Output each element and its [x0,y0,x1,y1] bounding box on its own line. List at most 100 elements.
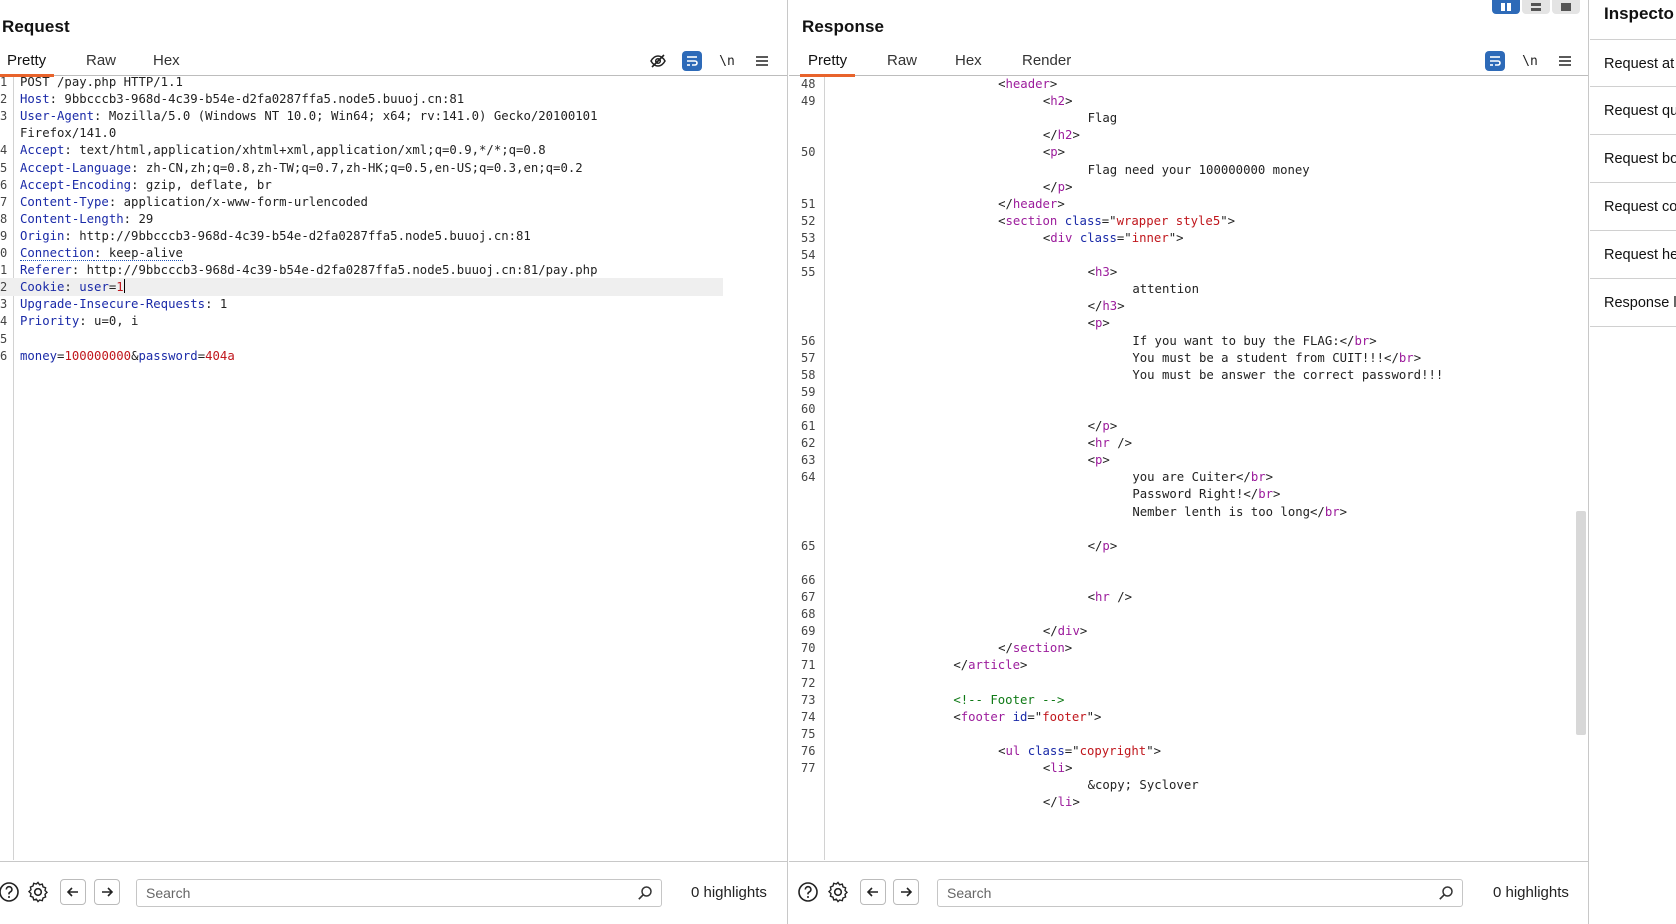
wrap-icon[interactable] [1485,51,1505,71]
code-token [1020,744,1027,758]
arrow-left-icon[interactable] [860,879,886,905]
wrap-icon[interactable] [682,51,702,71]
line-number: 3 [0,109,8,124]
response-search-input[interactable] [947,884,1367,902]
gear-icon[interactable] [825,879,851,905]
code-line: 50<p> [789,143,1588,161]
line-code: Content-Length: 29 [20,210,153,228]
code-token: </ [1087,419,1103,433]
inspector-title: Inspecto [1604,4,1674,23]
code-line: attention [789,280,1588,298]
request-gutter [0,77,14,860]
single-pane-icon[interactable] [1552,0,1580,14]
code-token: Accept-Encoding [20,177,132,192]
request-bottombar: 0 highlights [0,861,787,924]
line-number: 9 [0,228,8,243]
response-tab-render[interactable]: Render [1022,52,1072,69]
request-tab-raw[interactable]: Raw [86,52,117,69]
response-tab-raw[interactable]: Raw [887,52,918,69]
code-token: money [20,348,58,363]
inspector-item-response-headers[interactable]: Response l [1590,279,1676,327]
code-token: > [1117,299,1125,314]
inspector-item-request-headers[interactable]: Request he [1590,231,1676,279]
request-editor[interactable]: 1 POST /pay.php HTTP/1.1 2 Host: 9bbcccb3-9… [0,77,787,860]
code-line: 66 [789,571,1588,589]
help-icon[interactable] [0,879,22,905]
newline-icon[interactable]: \n [719,53,735,69]
newline-icon[interactable]: \n [1522,53,1538,69]
inspector-item-request-body[interactable]: Request bo [1590,135,1676,183]
code-token: </ [998,196,1013,211]
inspector-item-request-attributes[interactable]: Request at [1590,39,1676,87]
line-code: User-Agent: Mozilla/5.0 (Windows NT 10.0… [20,107,597,125]
line-number: 58 [801,367,816,382]
response-tab-hex[interactable]: Hex [955,52,982,69]
code-token: > [1065,761,1073,775]
code-token: footer [1042,709,1087,724]
code-token: < [998,77,1006,91]
code-token: > [1065,179,1073,194]
code-token: ul [1005,743,1021,758]
code-token: </ [1042,128,1058,143]
arrow-right-icon[interactable] [94,879,120,905]
line-number: 8 [0,211,8,226]
line-number: 4 [0,314,8,329]
line-code: Flag [1088,109,1118,127]
code-line: 55<h3> [789,263,1588,281]
code-token: > [1072,128,1080,143]
code-token: > [1079,624,1088,639]
code-line: 77<li> [789,759,1588,777]
response-tab-pretty[interactable]: Pretty [799,52,856,77]
code-token: li [1057,795,1073,810]
response-scrollbar[interactable] [1576,511,1586,735]
code-token: h2 [1057,128,1073,143]
request-tab-pretty[interactable]: Pretty [0,52,55,77]
inspector-item-request-query[interactable]: Request qu [1590,87,1676,135]
code-token: </ [1042,179,1058,194]
line-number: 64 [801,470,816,485]
code-line: 74<footer id="footer"> [789,708,1588,726]
line-number: 2 [0,92,8,107]
arrow-left-icon[interactable] [60,879,86,905]
code-token: "> [1146,743,1162,758]
line-number: 66 [801,572,816,587]
code-token: < [1087,453,1095,468]
line-number: 1 [0,263,8,278]
arrow-right-icon[interactable] [893,879,919,905]
code-line: <p> [789,314,1588,332]
response-editor[interactable]: 48<header>49<h2>Flag</h2>50<p>Flag need … [789,77,1588,860]
code-token: = [197,348,206,363]
line-number: 5 [0,331,8,346]
search-icon[interactable] [1438,885,1454,906]
help-icon[interactable] [795,879,821,905]
request-tab-hex[interactable]: Hex [153,52,180,69]
code-line: 2 Host: 9bbcccb3-968d-4c39-b54e-d2fa0287f… [0,90,787,108]
line-code: Host: 9bbcccb3-968d-4c39-b54e-d2fa0287ff… [20,90,464,108]
gear-icon[interactable] [25,879,51,905]
code-token: POST /pay.php HTTP/1.1 [20,77,183,89]
eye-off-icon[interactable] [648,51,668,71]
search-icon[interactable] [637,885,653,906]
line-code: </h3> [1088,297,1125,315]
split-columns-icon[interactable] [1492,0,1520,14]
code-line: Flag need your 100000000 money [789,161,1588,179]
code-line: 48<header> [789,77,1588,93]
line-number: 55 [801,265,816,280]
response-highlights-count: 0 highlights [1493,884,1569,901]
line-code: <footer id="footer"> [953,708,1101,726]
inspector-item-request-cookies[interactable]: Request co [1590,183,1676,231]
code-line: 61</p> [789,417,1588,435]
menu-icon[interactable] [752,51,772,71]
menu-icon[interactable] [1555,51,1575,71]
line-number: 4 [0,143,8,158]
line-code: </p> [1088,417,1118,435]
code-token: : [64,280,80,295]
split-rows-icon[interactable] [1522,0,1550,14]
request-search-input[interactable] [146,884,566,902]
